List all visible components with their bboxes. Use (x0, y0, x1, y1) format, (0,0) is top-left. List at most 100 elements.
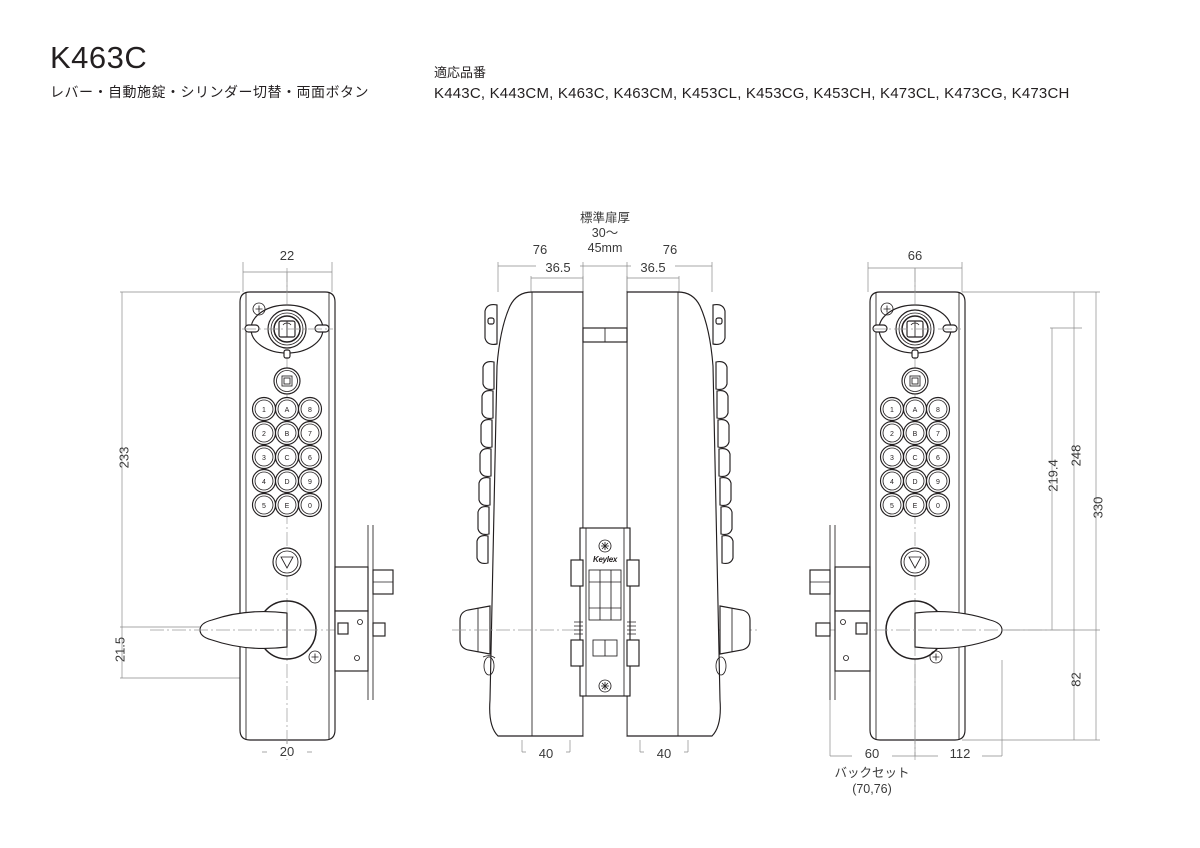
keypad-button: 9 (925, 468, 951, 494)
svg-text:7: 7 (936, 431, 940, 438)
keypad-button: A (902, 396, 928, 422)
svg-text:0: 0 (936, 503, 940, 510)
dim-label-76-left: 76 (520, 242, 560, 257)
keypad-button: 0 (925, 492, 951, 518)
keypad-button: E (274, 492, 300, 518)
svg-text:A: A (285, 407, 290, 414)
latch-assembly-right (809, 525, 871, 700)
dim-label-top-66: 66 (907, 248, 923, 263)
keypad-button: C (274, 444, 300, 470)
page-title: K463C (50, 40, 148, 75)
svg-text:4: 4 (890, 479, 894, 486)
dim-label-top-22: 22 (279, 248, 295, 263)
svg-text:1: 1 (262, 407, 266, 414)
dim-label-330: 330 (1090, 496, 1106, 519)
page-subtitle: レバー・自動施錠・シリンダー切替・両面ボタン (50, 84, 369, 100)
door-thickness-note-line1: 標準扉厚 (579, 211, 630, 225)
screw-icon (308, 650, 322, 664)
keypad-button: 5 (879, 492, 905, 518)
svg-text:2: 2 (262, 431, 266, 438)
lever-hub-left (452, 605, 760, 676)
latch-assembly-left (334, 525, 394, 700)
keypad-button: A (274, 396, 300, 422)
svg-text:6: 6 (308, 455, 312, 462)
keypad-button: 6 (297, 444, 323, 470)
keypad-button: 2 (251, 420, 277, 446)
keypad-top-button[interactable] (901, 367, 929, 395)
dim-label-36-5-left: 36.5 (536, 260, 580, 275)
dim-label-21-5: 21.5 (112, 636, 128, 663)
svg-text:7: 7 (308, 431, 312, 438)
backset-value: (70,76) (852, 782, 892, 796)
lever-hub-right (715, 605, 751, 676)
svg-text:B: B (913, 431, 918, 438)
svg-text:1: 1 (890, 407, 894, 414)
keypad-grid-left[interactable]: 1 A 8 2 B 7 3 C 6 4 D 9 5 E 0 (251, 396, 323, 518)
keypad-button: 7 (297, 420, 323, 446)
svg-text:8: 8 (308, 407, 312, 414)
keypad-button: 4 (251, 468, 277, 494)
door-thickness-note-line2: 30〜 (591, 226, 619, 240)
view-front-inside: 1 A 8 2 B 7 3 C 6 4 D 9 5 E 0 (809, 262, 1100, 760)
keypad-button: 6 (925, 444, 951, 470)
models-list: K443C, K443CM, K463C, K463CM, K453CL, K4… (434, 85, 1070, 102)
keypad-button: D (902, 468, 928, 494)
svg-text:B: B (285, 431, 290, 438)
screw-icon (598, 679, 612, 693)
svg-text:0: 0 (308, 503, 312, 510)
keypad-button: C (902, 444, 928, 470)
keypad-button: 8 (925, 396, 951, 422)
svg-text:E: E (913, 503, 918, 510)
dim-label-40-left: 40 (526, 746, 566, 761)
cylinder-assembly (242, 302, 333, 359)
section-buttons-left (476, 304, 498, 565)
svg-text:5: 5 (890, 503, 894, 510)
models-caption: 適応品番 (434, 65, 487, 80)
dim-label-248: 248 (1068, 444, 1084, 467)
unlock-button[interactable] (272, 547, 302, 577)
keypad-button: 3 (879, 444, 905, 470)
svg-text:9: 9 (308, 479, 312, 486)
keypad-button: 9 (297, 468, 323, 494)
dim-label-40-right: 40 (644, 746, 684, 761)
svg-text:6: 6 (936, 455, 940, 462)
backset-label: バックセット (834, 766, 910, 780)
view-front-outside: 1 A 8 2 B 7 3 C 6 4 D 9 5 E 0 (120, 262, 394, 760)
keypad-button: 2 (879, 420, 905, 446)
unlock-button[interactable] (900, 547, 930, 577)
screw-icon (880, 302, 894, 316)
keypad-button: 1 (879, 396, 905, 422)
dim-label-bottom-20: 20 (267, 744, 307, 759)
svg-text:3: 3 (262, 455, 266, 462)
dim-label-36-5-right: 36.5 (631, 260, 675, 275)
keypad-button: 1 (251, 396, 277, 422)
keypad-top-button[interactable] (273, 367, 301, 395)
svg-text:4: 4 (262, 479, 266, 486)
keypad-button: 3 (251, 444, 277, 470)
dim-label-76-right: 76 (650, 242, 690, 257)
cylinder-assembly (872, 302, 961, 359)
lever-handle-left (150, 600, 345, 660)
dim-label-112: 112 (938, 746, 982, 761)
svg-text:9: 9 (936, 479, 940, 486)
keypad-button: 4 (879, 468, 905, 494)
screw-icon (598, 539, 612, 553)
screw-icon (929, 650, 943, 664)
svg-text:D: D (912, 479, 917, 486)
keypad-button: B (274, 420, 300, 446)
view-side-section: Keylex (452, 262, 760, 753)
brand-logo: Keylex (593, 555, 618, 564)
svg-text:2: 2 (890, 431, 894, 438)
dim-label-219-4: 219.4 (1045, 459, 1061, 492)
dim-label-82: 82 (1068, 672, 1084, 687)
lever-handle-right (830, 600, 1060, 660)
svg-text:C: C (284, 455, 289, 462)
door-chassis: Keylex (570, 292, 640, 736)
dim-label-233: 233 (116, 446, 132, 469)
keypad-button: 0 (297, 492, 323, 518)
keypad-button: D (274, 468, 300, 494)
svg-text:D: D (284, 479, 289, 486)
keypad-grid-right[interactable]: 1 A 8 2 B 7 3 C 6 4 D 9 5 E 0 (879, 396, 951, 518)
keypad-button: 7 (925, 420, 951, 446)
